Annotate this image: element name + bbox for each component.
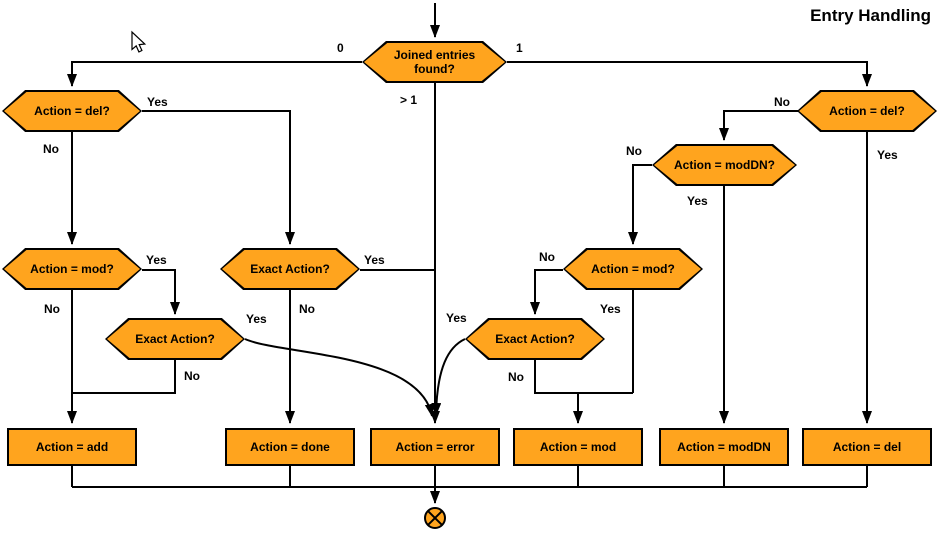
decision-joined-entries-found: Joined entries found?	[362, 41, 507, 83]
decision-label: Action = mod?	[591, 262, 675, 276]
decision-action-mod-right: Action = mod?	[563, 248, 703, 290]
action-label: Action = modDN	[677, 440, 771, 454]
edge-exact-right-no-join	[534, 360, 633, 394]
edge-exact-left-no-join	[72, 360, 176, 394]
edge-label-yes: Yes	[687, 194, 708, 208]
edge-label-no: No	[539, 250, 555, 264]
action-moddn-box: Action = modDN	[659, 428, 789, 466]
decision-label: Exact Action?	[495, 332, 575, 346]
action-label: Action = del	[832, 440, 902, 454]
edge-mod-left-yes-to-exact-left	[142, 269, 180, 315]
edge-label-yes: Yes	[877, 148, 898, 162]
edge-label-no: No	[43, 142, 59, 156]
edge-label-no: No	[184, 369, 200, 383]
edge-moddn-no-to-mod-right	[628, 164, 652, 245]
decision-exact-action-mid: Exact Action?	[220, 248, 360, 290]
edge-label-yes: Yes	[246, 312, 267, 326]
edge-label-no: No	[508, 370, 524, 384]
edge-collector	[71, 466, 868, 488]
action-mod-box: Action = mod	[513, 428, 643, 466]
decision-action-del-left: Action = del?	[2, 90, 142, 132]
mouse-cursor-icon	[131, 30, 147, 53]
action-label: Action = error	[395, 440, 475, 454]
edge-label-no: No	[44, 302, 60, 316]
edge-label-yes: Yes	[446, 311, 467, 325]
decision-label: Action = modDN?	[674, 158, 775, 172]
edge-joined-1-to-del-right	[507, 61, 872, 87]
edge-label-yes: Yes	[147, 95, 168, 109]
decision-label: Exact Action?	[250, 262, 330, 276]
action-done-box: Action = done	[225, 428, 355, 466]
decision-exact-action-left: Exact Action?	[105, 318, 245, 360]
action-del-box: Action = del	[802, 428, 932, 466]
decision-label: Action = mod?	[30, 262, 114, 276]
decision-label: Action = del?	[34, 104, 110, 118]
action-label: Action = done	[250, 440, 330, 454]
action-add-box: Action = add	[7, 428, 137, 466]
edge-joined-0-to-del-left	[67, 61, 362, 87]
decision-label: Joined entries found?	[393, 48, 476, 76]
diagram-title: Entry Handling	[810, 6, 931, 25]
edge-exact-left-yes-to-error	[244, 338, 435, 417]
edge-del-left-yes-to-exact-mid	[142, 110, 295, 245]
decision-action-mod-left: Action = mod?	[2, 248, 142, 290]
edge-label-zero: 0	[337, 41, 344, 55]
end-terminator-icon	[424, 507, 446, 529]
edge-mod-right-no-to-exact-right	[530, 269, 563, 315]
edge-label-yes: Yes	[146, 253, 167, 267]
action-label: Action = mod	[539, 440, 617, 454]
edge-exact-right-yes-to-error	[431, 338, 466, 416]
decision-action-del-right: Action = del?	[797, 90, 937, 132]
action-error-box: Action = error	[370, 428, 500, 466]
edge-label-no: No	[299, 302, 315, 316]
action-label: Action = add	[35, 440, 109, 454]
edge-label-yes: Yes	[364, 253, 385, 267]
edge-label-no: No	[774, 95, 790, 109]
decision-action-moddn: Action = modDN?	[652, 144, 797, 186]
decision-exact-action-right: Exact Action?	[465, 318, 605, 360]
edge-del-right-no-to-moddn	[719, 110, 798, 141]
edge-label-yes: Yes	[600, 302, 621, 316]
decision-label: Exact Action?	[135, 332, 215, 346]
edge-label-many: > 1	[400, 93, 418, 107]
decision-label: Action = del?	[829, 104, 905, 118]
edge-label-one: 1	[516, 41, 523, 55]
edge-label-no: No	[626, 144, 642, 158]
